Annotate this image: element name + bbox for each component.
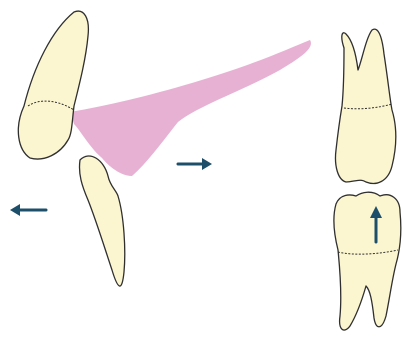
right-lower-molar (334, 192, 401, 330)
arrow-left-icon (10, 204, 46, 216)
pink-tissue-wedge (70, 40, 311, 176)
right-upper-molar (335, 29, 395, 183)
arrow-right-icon (178, 158, 212, 170)
left-upper-tooth (18, 11, 88, 159)
left-lower-tooth (79, 156, 124, 286)
